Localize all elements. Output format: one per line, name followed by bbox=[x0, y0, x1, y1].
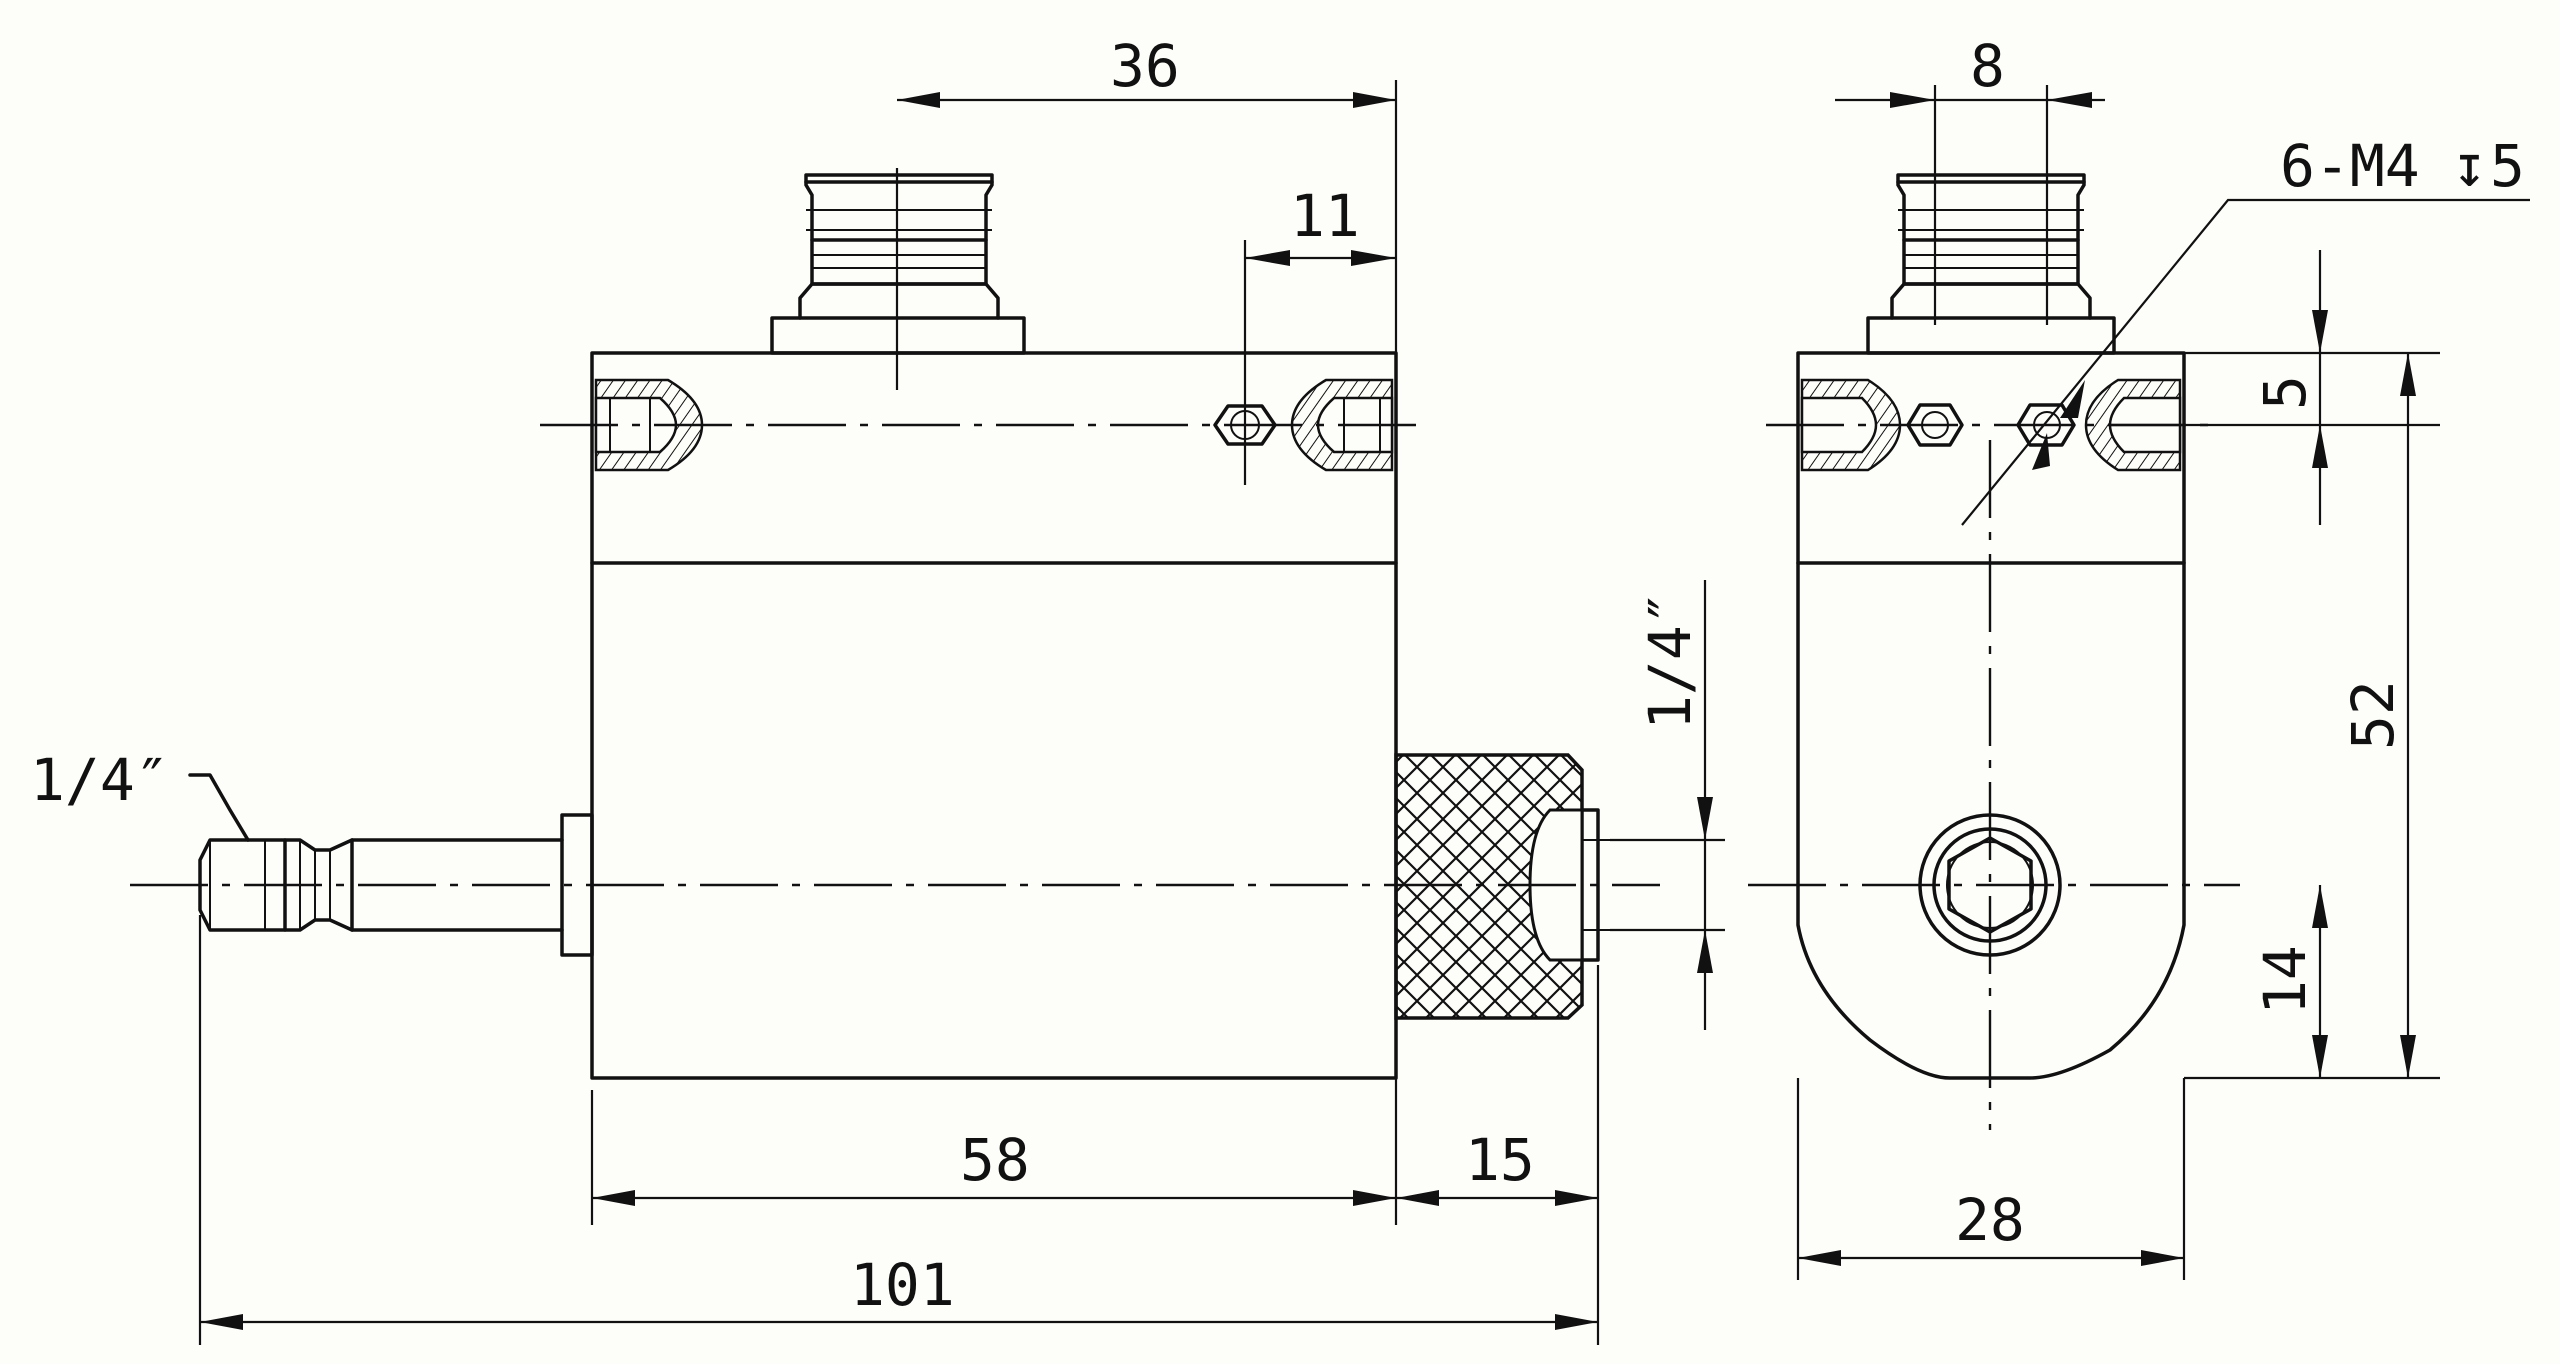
label-36: 36 bbox=[1110, 32, 1180, 100]
dimensions bbox=[198, 80, 2440, 1345]
label-8: 8 bbox=[1970, 32, 2005, 100]
label-depth-value: 5 bbox=[2490, 132, 2525, 200]
label-101: 101 bbox=[850, 1251, 955, 1319]
label-quarter-inch-right: 1/4″ bbox=[1636, 590, 1704, 730]
label-52: 52 bbox=[2339, 680, 2407, 750]
label-depth-symbol: ↧ bbox=[2452, 132, 2487, 200]
front-view bbox=[130, 168, 1660, 1080]
label-quarter-inch-left: 1/4″ bbox=[30, 746, 170, 814]
label-15: 15 bbox=[1465, 1126, 1535, 1194]
side-connector bbox=[1866, 85, 2116, 355]
label-28: 28 bbox=[1955, 1186, 2025, 1254]
left-shaft bbox=[188, 773, 594, 957]
label-58: 58 bbox=[960, 1126, 1030, 1194]
label-11: 11 bbox=[1290, 182, 1360, 250]
label-14: 14 bbox=[2251, 945, 2319, 1015]
thread-note-leader bbox=[1961, 198, 2530, 526]
side-body bbox=[1796, 351, 2186, 1080]
side-view bbox=[1748, 85, 2530, 1130]
front-body bbox=[590, 351, 1398, 1080]
right-socket bbox=[1394, 753, 1620, 1020]
dimension-labels: 36 11 8 6-M4 ↧ 5 5 52 14 28 58 15 101 1/… bbox=[30, 32, 2525, 1319]
label-thread-note: 6-M4 bbox=[2280, 132, 2420, 200]
label-5: 5 bbox=[2251, 375, 2319, 410]
